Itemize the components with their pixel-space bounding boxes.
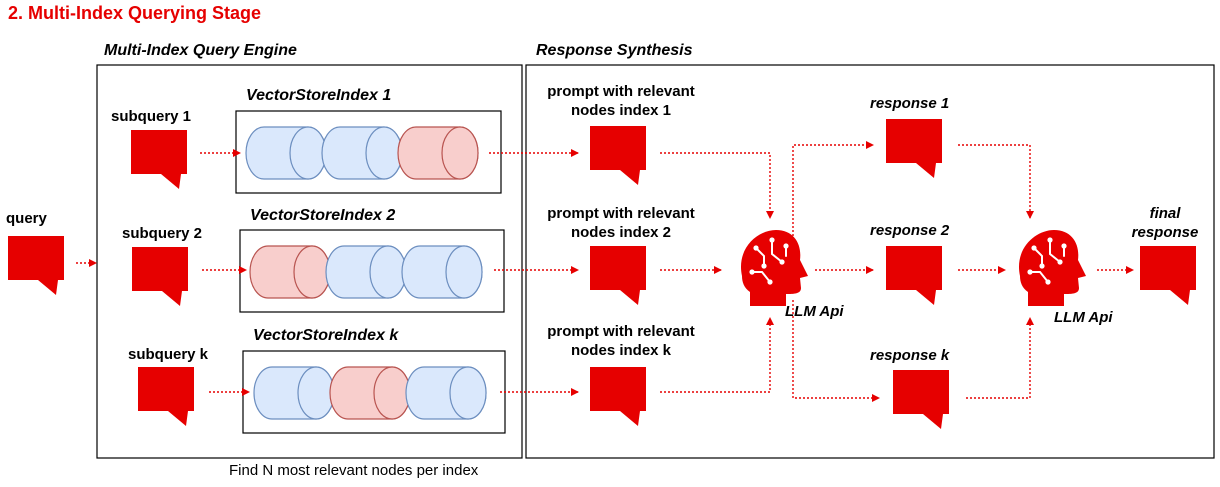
page-title: 2. Multi-Index Querying Stage	[8, 3, 262, 23]
engine-panel-title: Multi-Index Query Engine	[104, 42, 297, 59]
response-synthesis-panel	[525, 64, 1215, 459]
final-response-label: final response	[1115, 204, 1215, 242]
vector-node	[245, 126, 327, 180]
arrow-promptk-llm	[660, 317, 774, 393]
response-label-1: response 1	[870, 95, 950, 112]
prompt-bubble-1	[590, 126, 646, 185]
response-bubble-2	[886, 246, 942, 305]
footnote: Find N most relevant nodes per index	[229, 462, 479, 479]
response-bubble-1	[886, 119, 942, 178]
arrow-llm-responsek	[792, 300, 880, 402]
prompt-label-1-line2: nodes index 1	[570, 102, 672, 119]
prompt-label-k-line1: prompt with relevant	[547, 323, 695, 340]
prompt-label-k: prompt with relevant nodes index k	[526, 322, 716, 360]
arrow-llm-response1	[792, 141, 874, 240]
query-bubble	[8, 236, 64, 295]
arrow-prompt1-llm	[660, 152, 774, 219]
prompt-bubble-k	[590, 367, 646, 426]
final-response-line1: final	[1149, 205, 1181, 222]
subquery-bubble-1	[131, 130, 187, 189]
llm-heads	[740, 230, 1086, 306]
subquery-bubble-k	[138, 367, 194, 426]
vector-node	[253, 366, 335, 420]
prompt-label-2-line2: nodes index 2	[570, 224, 672, 241]
index-label-k: VectorStoreIndex k	[253, 327, 399, 344]
index-label-2: VectorStoreIndex 2	[250, 207, 396, 224]
synthesis-panel-title: Response Synthesis	[536, 42, 693, 59]
subquery-bubble-2	[132, 247, 188, 306]
arrow-response1-llm2	[958, 144, 1034, 219]
response-bubble-k	[893, 370, 949, 429]
vector-node	[325, 245, 407, 299]
subquery-label-k: subquery k	[128, 346, 209, 363]
response-label-2: response 2	[870, 222, 950, 239]
vector-node	[397, 126, 479, 180]
llm-label-1: LLM Api	[785, 303, 844, 320]
llm-head-icon-1	[740, 230, 808, 306]
vector-node	[321, 126, 403, 180]
speech-bubbles	[8, 119, 1196, 429]
final-response-line2: response	[1131, 224, 1199, 241]
vector-node	[405, 366, 487, 420]
llm-label-2: LLM Api	[1054, 309, 1113, 326]
prompt-label-1: prompt with relevant nodes index 1	[526, 82, 716, 120]
response-label-k: response k	[870, 347, 950, 364]
final-response-bubble	[1140, 246, 1196, 305]
subquery-label-2: subquery 2	[122, 225, 203, 242]
query-engine-panel	[96, 64, 523, 459]
arrow-responsek-llm2	[966, 317, 1034, 399]
vector-node	[249, 245, 331, 299]
vector-nodes	[245, 126, 487, 420]
prompt-label-2-line1: prompt with relevant	[547, 205, 695, 222]
query-label: query	[6, 210, 47, 227]
prompt-label-1-line1: prompt with relevant	[547, 83, 695, 100]
prompt-bubble-2	[590, 246, 646, 305]
llm-head-icon-2	[1018, 230, 1086, 306]
prompt-label-k-line2: nodes index k	[570, 342, 672, 359]
prompt-label-2: prompt with relevant nodes index 2	[526, 204, 716, 242]
vector-node	[329, 366, 411, 420]
connectors	[76, 141, 1134, 402]
subquery-label-1: subquery 1	[111, 108, 192, 125]
vector-node	[401, 245, 483, 299]
index-label-1: VectorStoreIndex 1	[246, 87, 392, 104]
